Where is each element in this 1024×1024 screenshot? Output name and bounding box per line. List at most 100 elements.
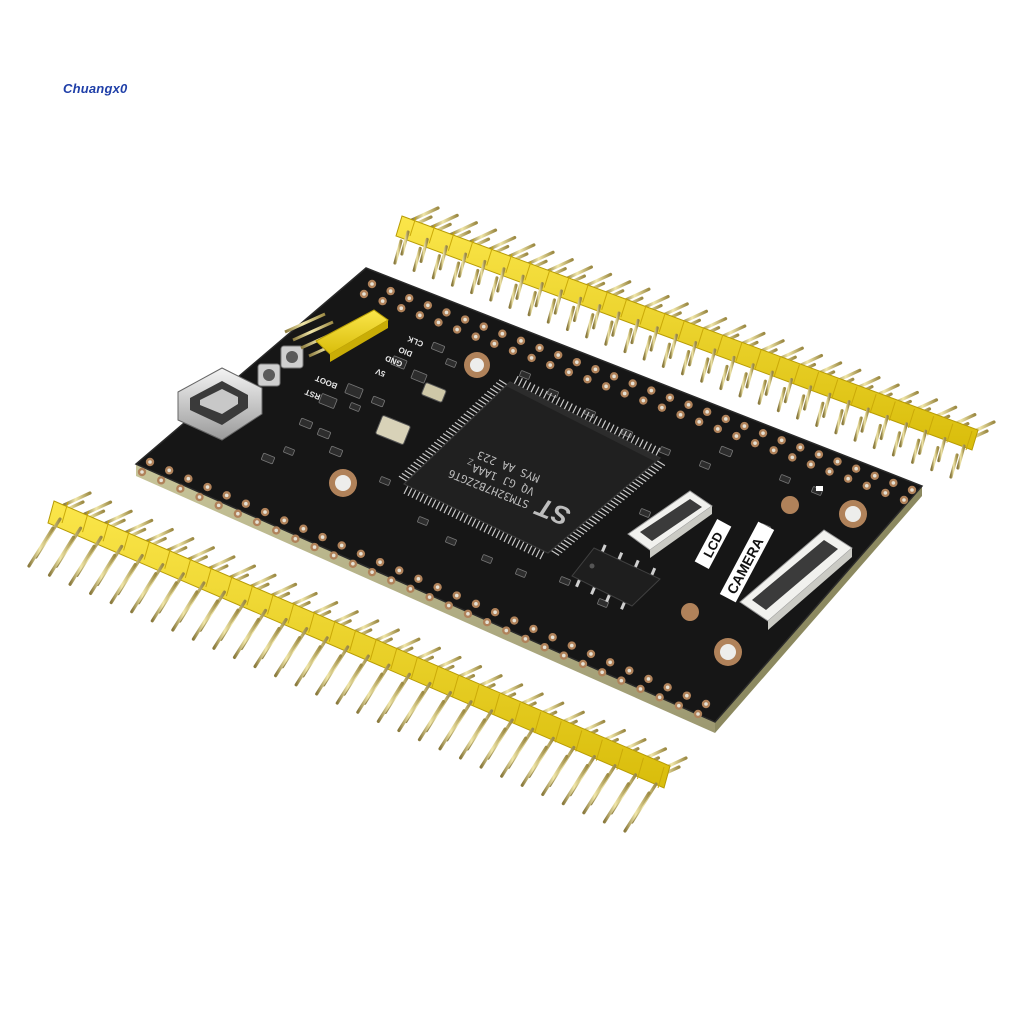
- chip-pin: [596, 418, 603, 427]
- chip-pin: [575, 528, 585, 535]
- chip-pin: [445, 430, 455, 437]
- header-pin: [191, 599, 220, 641]
- header-pin: [592, 304, 602, 330]
- header-divider: [543, 268, 551, 288]
- solder-pad-hole: [835, 459, 840, 464]
- header-pin: [506, 243, 536, 259]
- header-pin: [438, 709, 466, 751]
- button-rst[interactable]: [257, 363, 281, 387]
- solder-pad-hole: [523, 637, 528, 641]
- chip-pin: [451, 508, 457, 518]
- header-divider: [225, 574, 233, 597]
- chip-pin: [634, 437, 640, 446]
- chip-pin: [578, 526, 588, 533]
- chip-pin: [469, 407, 478, 414]
- header-pin: [165, 537, 195, 553]
- chip-pin: [401, 472, 411, 479]
- chip-pin: [538, 388, 544, 398]
- chip-pin: [630, 434, 636, 444]
- solder-pad-hole: [473, 334, 478, 339]
- chip-pin: [559, 399, 565, 408]
- header-pin: [803, 385, 813, 411]
- header-pin: [582, 773, 610, 815]
- header-pin: [335, 663, 363, 705]
- mounting-hole-inner: [470, 358, 484, 372]
- chip-pin: [467, 516, 473, 525]
- header-pin: [185, 546, 215, 562]
- soic-pin: [605, 594, 611, 603]
- header-pin: [841, 400, 851, 426]
- soic-pin: [650, 567, 657, 576]
- chip-pin: [603, 504, 613, 512]
- header-pin: [661, 342, 672, 368]
- header-divider: [636, 757, 644, 779]
- chip-pin: [531, 546, 537, 556]
- header-pin: [496, 267, 506, 293]
- chip-pin: [553, 547, 563, 554]
- solder-pad-hole: [426, 303, 430, 308]
- header-pin: [700, 357, 710, 383]
- header-plastic: [395, 215, 979, 451]
- smd-part: [379, 476, 391, 486]
- header-divider: [369, 638, 377, 661]
- chip-pin: [644, 470, 653, 477]
- pin-header-bottom: [27, 491, 688, 833]
- chip-pin: [576, 407, 582, 417]
- chip-pin: [600, 507, 610, 514]
- chip-pin: [484, 393, 493, 400]
- solder-pad-hole: [263, 510, 267, 514]
- header-pin: [561, 763, 589, 806]
- header-pin: [232, 617, 261, 659]
- smd-part: [445, 358, 457, 368]
- header-divider: [946, 423, 954, 443]
- camera-connector: [739, 529, 853, 630]
- chip-pin: [572, 531, 582, 538]
- smd-part: [481, 554, 493, 564]
- header-divider: [452, 675, 459, 697]
- button-boot[interactable]: [280, 345, 304, 369]
- header-pin: [438, 245, 448, 271]
- swd-header: [284, 309, 389, 362]
- solder-pad-hole: [585, 377, 590, 382]
- header-divider: [792, 364, 800, 384]
- header-pin: [525, 250, 555, 266]
- header-pin: [745, 363, 755, 389]
- chip-pin: [569, 534, 579, 541]
- smd-part: [283, 446, 295, 456]
- header-pin: [879, 414, 889, 441]
- chip-pin: [563, 401, 569, 410]
- solder-pad-hole: [910, 488, 914, 492]
- chip-pin: [526, 382, 532, 391]
- header-divider: [123, 529, 131, 551]
- header-divider: [246, 584, 254, 606]
- solder-pad-hole: [790, 455, 795, 460]
- solder-pad-hole: [561, 653, 566, 658]
- solder-pad-hole: [224, 493, 229, 498]
- chip-pin: [641, 473, 650, 480]
- header-pin: [911, 438, 921, 464]
- header-divider: [493, 693, 501, 716]
- header-pin: [27, 526, 55, 568]
- header-divider: [164, 547, 172, 569]
- chip-pin: [591, 515, 600, 522]
- chip-pin: [555, 396, 561, 406]
- chip-pin: [419, 455, 428, 462]
- chip-pin: [584, 411, 590, 421]
- header-divider: [831, 379, 839, 399]
- chip-pin: [455, 510, 461, 520]
- header-pin: [226, 564, 257, 580]
- chip-pin: [638, 439, 644, 448]
- solder-pad-hole: [408, 587, 413, 591]
- solder-pad-hole: [798, 445, 803, 450]
- chip-pin: [530, 384, 536, 393]
- solder-pad-hole: [660, 405, 664, 410]
- solder-pad-hole: [418, 313, 422, 318]
- header-divider: [431, 666, 439, 688]
- soic-pin: [575, 579, 581, 588]
- chip-pin: [609, 424, 615, 433]
- chip-pin: [499, 531, 505, 541]
- chip-pin: [460, 416, 470, 423]
- led: [816, 486, 823, 491]
- header-pin: [431, 254, 441, 280]
- chip-pin: [472, 404, 481, 411]
